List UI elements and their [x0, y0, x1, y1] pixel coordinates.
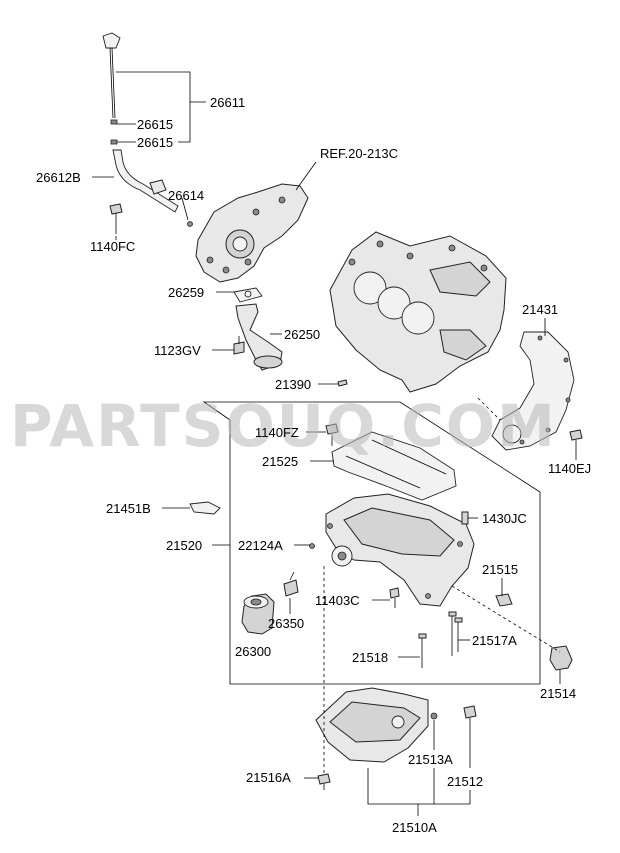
label-ref-20-213c[interactable]: REF.20-213C [320, 146, 398, 161]
label-21520[interactable]: 21520 [166, 538, 202, 553]
cover-21514 [549, 645, 573, 671]
label-26611[interactable]: 26611 [210, 95, 245, 110]
washer-21513a [430, 712, 438, 720]
label-26259[interactable]: 26259 [168, 285, 204, 300]
label-21390[interactable]: 21390 [275, 377, 311, 392]
dipstick-assembly [102, 32, 179, 213]
lower-oil-pan-21510a [315, 687, 429, 763]
label-1430jc[interactable]: 1430JC [482, 511, 527, 526]
label-26250[interactable]: 26250 [284, 327, 320, 342]
oil-strainer-26250 [235, 303, 283, 371]
bracket-21451b [189, 501, 221, 515]
label-21516a[interactable]: 21516A [246, 770, 291, 785]
label-21512[interactable]: 21512 [447, 774, 483, 789]
bolt-1123gv [233, 336, 245, 355]
label-21515[interactable]: 21515 [482, 562, 518, 577]
label-26615-lower[interactable]: 26615 [137, 135, 173, 150]
label-21525[interactable]: 21525 [262, 454, 298, 469]
label-21514[interactable]: 21514 [540, 686, 576, 701]
bolt-11403c [389, 587, 400, 608]
label-11403c[interactable]: 11403C [315, 593, 360, 608]
label-26350[interactable]: 26350 [268, 616, 304, 631]
label-21510a[interactable]: 21510A [392, 820, 437, 835]
bolt-1140fz [325, 423, 339, 446]
baffle-21525 [331, 431, 457, 501]
bolt-21516a [317, 773, 331, 790]
label-1140fz[interactable]: 1140FZ [255, 425, 299, 440]
label-21517a[interactable]: 21517A [472, 633, 517, 648]
watermark-text: PARTSOUQ.COM [10, 392, 557, 460]
label-21431[interactable]: 21431 [522, 302, 558, 317]
label-1140fc[interactable]: 1140FC [90, 239, 135, 254]
label-26612b[interactable]: 26612B [36, 170, 81, 185]
label-21518[interactable]: 21518 [352, 650, 388, 665]
label-26615-upper[interactable]: 26615 [137, 117, 173, 132]
bolt-1140fc [109, 203, 123, 234]
gasket-26259 [233, 287, 263, 303]
group-frame-box [202, 401, 541, 685]
upper-oil-pan-21520 [325, 493, 475, 607]
oil-pump-cover-part [195, 183, 309, 283]
label-1123gv[interactable]: 1123GV [154, 343, 201, 358]
o-ring-26614 [187, 221, 193, 227]
label-26614[interactable]: 26614 [168, 188, 204, 203]
cylinder-block-part [329, 231, 507, 393]
leader-lines [92, 71, 577, 816]
alignment-dashed-lines [323, 397, 561, 776]
fitting-26350 [283, 571, 299, 597]
drain-plug-21512 [463, 705, 477, 719]
label-1140ej[interactable]: 1140EJ [548, 461, 591, 476]
bolt-21515 [495, 593, 513, 607]
pin-1430jc [461, 511, 469, 525]
label-21451b[interactable]: 21451B [106, 501, 151, 516]
label-22124a[interactable]: 22124A [238, 538, 283, 553]
label-21513a[interactable]: 21513A [408, 752, 453, 767]
label-26300[interactable]: 26300 [235, 644, 271, 659]
plug-22124a [309, 543, 315, 549]
bolt-1140ej [569, 429, 583, 456]
plug-21390 [337, 379, 348, 387]
oil-filter-26300 [241, 593, 275, 635]
bolts-21517a [448, 611, 463, 656]
bolt-21518 [418, 633, 427, 668]
gasket-21431 [491, 331, 575, 451]
